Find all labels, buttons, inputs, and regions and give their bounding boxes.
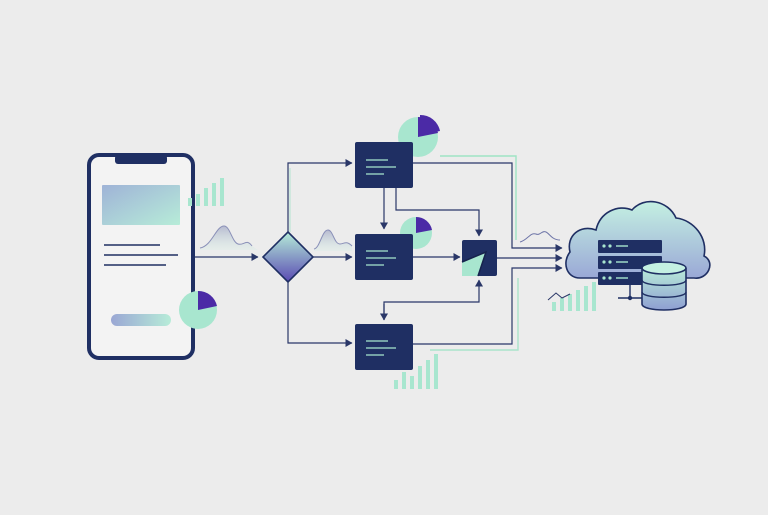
- smartphone-icon: [87, 153, 195, 360]
- wave-signal-icon: [313, 229, 353, 251]
- connector-bottom-gateway: [383, 279, 483, 320]
- process-card-icon: [355, 324, 413, 370]
- gateway-square-icon: [461, 240, 497, 277]
- wave-signal-icon: [199, 225, 258, 250]
- database-icon: [641, 261, 687, 311]
- bar-chart-icon: [394, 354, 438, 389]
- glow-lines: [289, 155, 519, 351]
- process-card-icon: [355, 142, 413, 188]
- phone-screen-image: [102, 185, 180, 225]
- connector-top-cloud: [413, 162, 563, 252]
- connector-decision-bottom: [287, 281, 353, 347]
- connector-decision-top: [287, 159, 353, 233]
- connector-bottom-cloud: [413, 264, 563, 345]
- phone-button: [111, 314, 171, 326]
- decision-diamond-icon: [261, 230, 315, 284]
- pie-chart-icon: [179, 290, 217, 329]
- bar-chart-icon: [188, 178, 224, 206]
- process-card-icon: [355, 234, 413, 280]
- cloud-server-icon: [565, 200, 711, 301]
- connectors: [195, 159, 563, 347]
- bar-chart-icon: [547, 282, 596, 311]
- connector-top-gateway: [395, 188, 483, 237]
- wave-signal-icon: [519, 231, 561, 243]
